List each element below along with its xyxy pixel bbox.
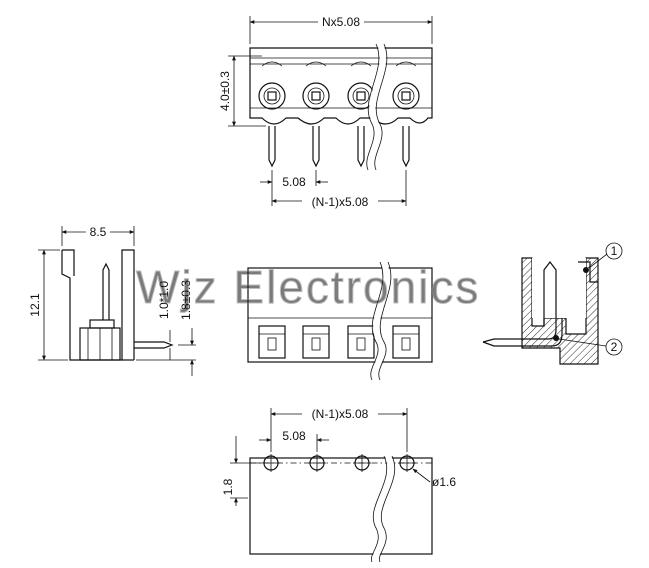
top-pitch-dimension: 5.08 bbox=[282, 175, 306, 189]
callout-2: 2 bbox=[611, 340, 618, 354]
overall-width-dimension: Nx5.08 bbox=[322, 15, 360, 29]
screw-terminals bbox=[258, 61, 420, 110]
pcb-row-offset-dimension: 1.8 bbox=[221, 478, 235, 495]
pins bbox=[268, 126, 410, 168]
callout-1: 1 bbox=[611, 244, 618, 258]
side-view: 8.5 12.1 1.0*1.0 1.8±0.3 bbox=[28, 224, 196, 376]
front-view bbox=[247, 261, 433, 382]
side-height-dimension: 12.1 bbox=[28, 293, 42, 317]
watermark: Wjz Electronics bbox=[136, 261, 480, 313]
top-height-dimension: 4.0±0.3 bbox=[218, 71, 232, 111]
pcb-pitch-dimension: 5.08 bbox=[282, 429, 306, 443]
pin-size-dimension: 1.0*1.0 bbox=[157, 281, 171, 319]
section-view: 1 2 bbox=[482, 242, 623, 365]
break-line bbox=[367, 42, 386, 172]
top-view: Nx5.08 4.0±0.3 5.08 (N-1)x5.08 bbox=[218, 14, 433, 209]
pin-offset-dimension: 1.8±0.3 bbox=[179, 280, 193, 320]
pin-windows bbox=[258, 325, 420, 359]
mounting-holes bbox=[262, 454, 416, 472]
hole-diameter-dimension: ø1.6 bbox=[432, 475, 456, 489]
top-span-dimension: (N-1)x5.08 bbox=[312, 195, 369, 209]
pcb-span-dimension: (N-1)x5.08 bbox=[312, 407, 369, 421]
pcb-layout-view: (N-1)x5.08 5.08 1.8 ø1.6 bbox=[221, 406, 456, 564]
side-width-dimension: 8.5 bbox=[90, 225, 107, 239]
